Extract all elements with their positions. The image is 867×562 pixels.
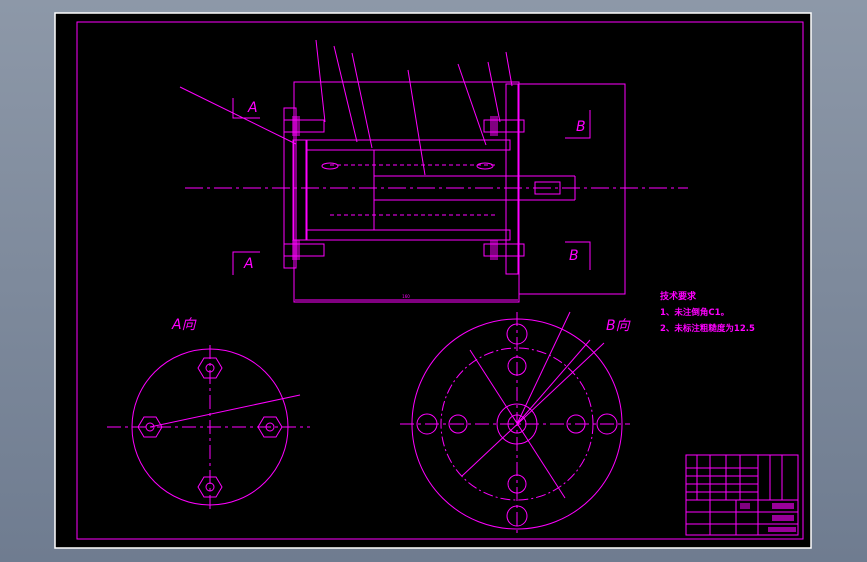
section-b-bottom-label: B (569, 248, 579, 264)
technical-notes: 技术要求 1、未注倒角C1。 2、未标注粗糙度为12.5 (660, 290, 755, 334)
hex-nut (197, 476, 223, 498)
bolt (283, 243, 325, 257)
section-markers: A A B B (232, 98, 591, 275)
hex-nut (257, 416, 283, 438)
bolt (483, 119, 525, 133)
view-b: B向 (400, 311, 632, 535)
notes-line-1: 1、未注倒角C1。 (660, 307, 729, 318)
center-bore (496, 403, 538, 445)
hex-nut (197, 357, 223, 379)
rod-end (534, 181, 561, 195)
right-housing (518, 83, 626, 295)
section-b-top-label: B (576, 119, 586, 135)
view-a: A向 (107, 317, 310, 510)
section-view: 160 (179, 39, 688, 303)
view-a-label: A向 (171, 317, 198, 333)
view-b-label: B向 (606, 318, 632, 334)
section-a-top-label: A (247, 100, 258, 116)
section-a-bottom-label: A (243, 256, 254, 272)
hex-nut (137, 416, 163, 438)
notes-title: 技术要求 (660, 290, 697, 302)
upper-wall (305, 139, 511, 151)
inner-border (76, 21, 804, 540)
lower-wall (305, 229, 511, 241)
bolt (483, 243, 525, 257)
drawing-sheet (54, 12, 812, 549)
notes-line-2: 2、未标注粗糙度为12.5 (660, 323, 755, 334)
title-block (685, 454, 799, 536)
bolt (283, 119, 325, 133)
svg-text:160: 160 (402, 294, 410, 299)
